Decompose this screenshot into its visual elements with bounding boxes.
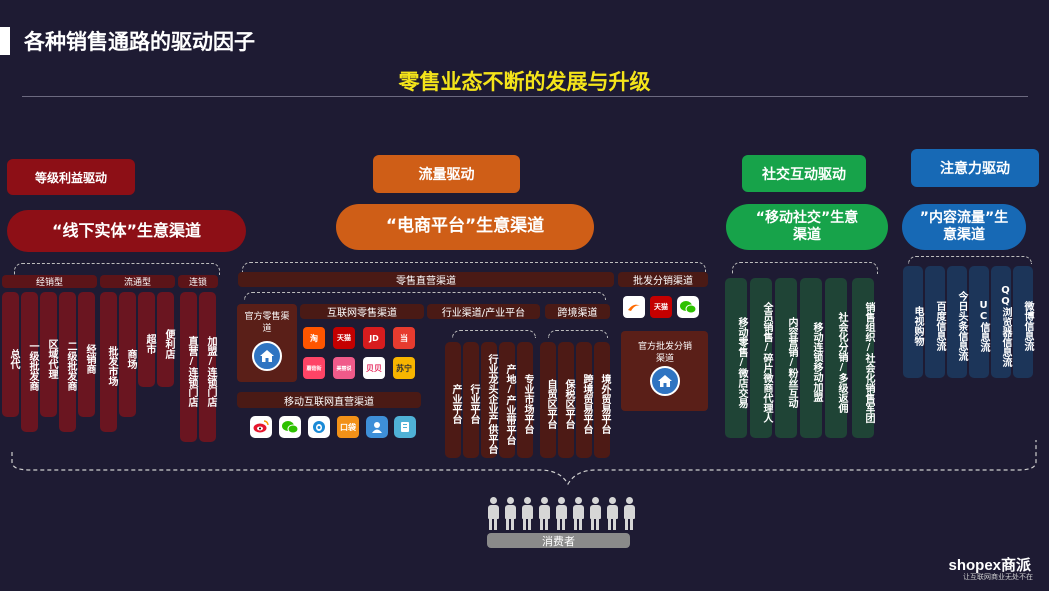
koudai-icon: 口袋 [337,416,359,438]
cross-col-ftz: 自贸区平台 [540,342,556,458]
offline-col-convenience: 便利店 [157,292,174,387]
offline-col-franchise-chain: 加盟/连锁门店 [199,292,216,442]
app-store-icon [394,416,416,438]
cross-col-overseas: 境外贸易平台 [594,342,610,458]
social-col-content-marketing: 内容营销/粉丝互动 [775,278,797,438]
offline-group-chain: 连锁 [178,275,218,288]
industry-col-trade-platform: 行业平台 [463,342,479,458]
social-col-social-distribution: 社会化分销/多级返佣 [825,278,847,438]
page-subtitle: 零售业态不断的发展与升级 [398,70,651,94]
consumer-figure-icon [555,497,567,531]
social-bracket [732,262,878,274]
cross-border-bracket [548,330,608,338]
offline-bracket [14,263,220,275]
retail-sub-bracket [244,292,606,300]
contacts-icon [366,416,388,438]
offline-col-mall: 商场 [119,292,136,417]
official-wholesale-label: 官方批发分销渠道 [637,342,692,364]
offline-col-dealer: 经销商 [78,292,95,417]
social-col-mobile-chain: 移动连锁移动加盟 [800,278,822,438]
dangdang-icon: 当 [393,327,415,349]
tmall-wholesale-icon: 天猫 [650,296,672,318]
attention-col-toutiao: 今日头条信息流 [947,266,967,378]
shopex-logo: shopex商派 [948,557,1031,574]
beibei-icon: 贝贝 [363,357,385,379]
consumer-figure-icon [538,497,550,531]
taobao-icon: 淘 [303,327,325,349]
offline-col-regional-agent: 区域代理 [40,292,57,417]
converge-bracket [11,440,1037,486]
internet-retail-header: 互联网零售渠道 [300,304,424,319]
wechat-icon [279,416,301,438]
offline-col-first-wholesaler: 一级批发商 [21,292,38,432]
offline-col-general-agent: 总代 [2,292,19,417]
attention-col-tv-shopping: 电视购物 [903,266,923,378]
storefront-home-icon [252,341,282,371]
header-divider [22,96,1028,97]
attention-col-baidu: 百度信息流 [925,266,945,378]
offline-col-supermarket: 超市 [138,292,155,387]
attention-col-weibo: 微博信息流 [1013,266,1033,378]
wechat-wholesale-icon [677,296,699,318]
suning-icon: 苏宁 [393,357,415,379]
attention-col-qq-browser: QQ浏览器信息流 [991,266,1011,378]
wholesale-home-icon [650,366,680,396]
consumer-figure-icon [487,497,499,531]
meilishuo-icon: 美丽说 [333,357,355,379]
attention-col-uc: UC信息流 [969,266,989,378]
industry-bracket [452,330,536,338]
offline-group-circulation: 流通型 [100,275,175,288]
consumer-label: 消费者 [487,533,630,548]
driver-pill-ecommerce: “电商平台”生意渠道 [336,204,594,250]
wholesale-header: 批发分销渠道 [618,272,708,287]
driver-tag-attention: 注意力驱动 [911,149,1039,187]
mogujie-icon: 蘑菇街 [303,357,325,379]
ecommerce-bracket [242,262,706,272]
driver-tag-social: 社交互动驱动 [742,155,866,192]
jd-icon: JD [363,327,385,349]
offline-col-second-wholesaler: 二级批发商 [59,292,76,432]
consumer-figure-icon [521,497,533,531]
social-col-mobile-retail: 移动零售/微店交易 [725,278,747,438]
offline-col-wholesale-market: 批发市场 [100,292,117,432]
driver-tag-offline: 等级利益驱动 [7,159,135,195]
cross-border-header: 跨境渠道 [545,304,610,319]
driver-pill-social: “移动社交”生意渠道 [726,204,888,250]
shopex-slogan: 让互联网商业无处不在 [963,573,1033,581]
consumer-figure-icon [504,497,516,531]
driver-pill-attention: ”内容流量”生意渠道 [902,204,1026,250]
page-title: 各种销售通路的驱动因子 [24,30,255,54]
consumer-figure-icon [589,497,601,531]
offline-col-direct-chain: 直营/连锁门店 [180,292,197,442]
social-col-all-staff: 全员销售/碎片微商代理人 [750,278,772,438]
qq-icon [308,416,330,438]
consumer-figure-icon [623,497,635,531]
offline-group-distributor: 经销型 [2,275,97,288]
industry-platform-header: 行业渠道/产业平台 [427,304,540,319]
driver-pill-offline: “线下实体”生意渠道 [7,210,246,252]
cross-col-bonded: 保税区平台 [558,342,574,458]
mobile-retail-header: 移动互联网直营渠道 [237,392,421,408]
industry-col-leader-supply: 行业龙头企业产供平台 [481,342,497,458]
retail-direct-header: 零售直营渠道 [238,272,614,287]
social-col-sales-org: 销售组织/社会化销售军团 [852,278,874,438]
driver-tag-ecommerce: 流量驱动 [373,155,520,193]
industry-col-origin-belt: 产地/产业带平台 [499,342,515,458]
attention-bracket [908,256,1032,264]
official-retail-label: 官方零售渠道 [244,312,290,334]
tmall-icon: 天猫 [333,327,355,349]
industry-col-special-market: 专业市场平台 [517,342,533,458]
cross-col-trade: 跨境贸易平台 [576,342,592,458]
industry-col-platform: 产业平台 [445,342,461,458]
alibaba-1688-icon [623,296,645,318]
consumer-figure-icon [606,497,618,531]
consumer-figure-icon [572,497,584,531]
weibo-icon [250,416,272,438]
title-accent-bar [0,27,10,55]
